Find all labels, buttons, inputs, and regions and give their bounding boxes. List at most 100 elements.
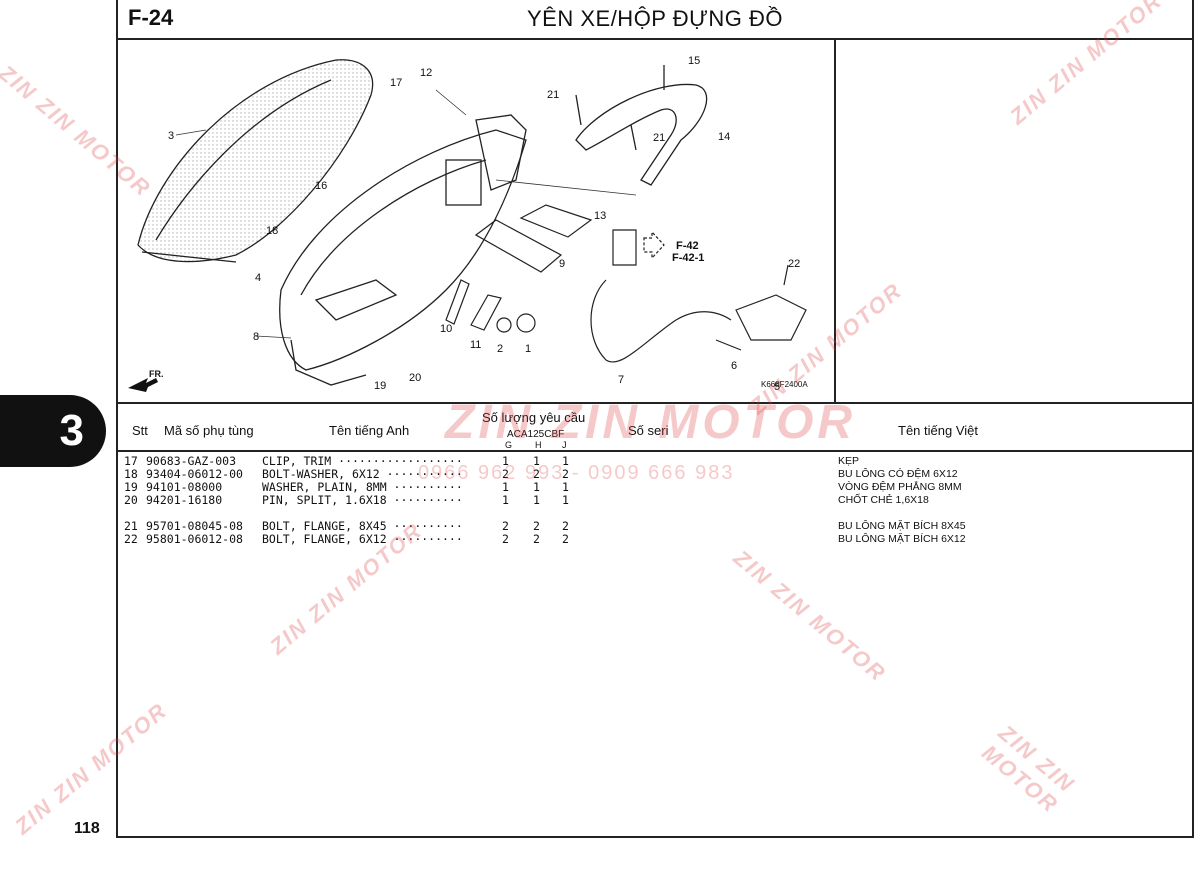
page-number: 118: [74, 820, 100, 837]
table-row: 22 95801-06012-08 BOLT, FLANGE, 6X12 ···…: [116, 533, 1194, 546]
row-qty-g: 1: [502, 480, 509, 494]
row-qty-j: 2: [562, 519, 569, 533]
row-stt: 18: [124, 467, 138, 481]
row-qty-h: 2: [533, 519, 540, 533]
page-title: YÊN XE/HỘP ĐỰNG ĐỒ: [527, 6, 783, 31]
callout-20: 20: [409, 372, 421, 384]
callout-7: 7: [618, 374, 624, 386]
drawing-code: K668F2400A: [761, 380, 808, 389]
row-en-name: BOLT-WASHER, 6X12 ···········: [262, 467, 463, 481]
row-qty-h: 1: [533, 480, 540, 494]
small-parts-drawing: [445, 204, 665, 333]
seat-lock-cable-drawing: [590, 264, 807, 363]
col-qty: Số lượng yêu cầu: [482, 410, 586, 425]
grab-rail-drawing: [575, 65, 708, 186]
callout-14: 14: [718, 131, 730, 143]
callout-15: 15: [688, 55, 700, 67]
row-stt: 22: [124, 532, 138, 546]
row-stt: 20: [124, 493, 138, 507]
direction-label: FR.: [149, 369, 164, 379]
row-vn-name: BU LÔNG MẶT BÍCH 6X12: [838, 533, 966, 545]
figure-code: F-24: [128, 5, 174, 30]
callout-6: 6: [731, 360, 737, 372]
col-en-name: Tên tiếng Anh: [329, 423, 410, 438]
row-part-no: 94101-08000: [146, 480, 223, 494]
row-qty-h: 1: [533, 493, 540, 507]
callout-1: 1: [525, 343, 531, 355]
callout-4: 4: [255, 272, 261, 284]
row-qty-h: 1: [533, 454, 540, 468]
row-part-no: 95801-06012-08: [146, 532, 243, 546]
row-en-name: PIN, SPLIT, 1.6X18 ··········: [262, 493, 463, 507]
col-j: J: [562, 440, 567, 450]
row-qty-g: 2: [502, 519, 509, 533]
row-en-name: WASHER, PLAIN, 8MM ··········: [262, 480, 463, 494]
col-stt: Stt: [132, 423, 148, 438]
row-qty-j: 2: [562, 532, 569, 546]
col-serial: Số seri: [628, 423, 669, 438]
row-en-name: BOLT, FLANGE, 6X12 ··········: [262, 532, 463, 546]
callout-22: 22: [788, 258, 800, 270]
row-qty-h: 2: [533, 467, 540, 481]
callout-5: 5: [774, 381, 780, 393]
table-header: Stt Mã số phụ tùng Tên tiếng Anh Số lượn…: [116, 402, 1194, 452]
row-vn-name: VÒNG ĐỆM PHẲNG 8MM: [838, 481, 962, 493]
callout-16: 16: [315, 180, 327, 192]
row-qty-g: 2: [502, 467, 509, 481]
section-tab: 3: [0, 395, 106, 467]
storage-box-drawing: [279, 114, 527, 386]
row-qty-h: 2: [533, 532, 540, 546]
row-qty-j: 1: [562, 480, 569, 494]
row-part-no: 90683-GAZ-003: [146, 454, 237, 468]
col-part-no: Mã số phụ tùng: [164, 423, 254, 438]
row-vn-name: BU LÔNG CÓ ĐỆM 6X12: [838, 468, 958, 480]
row-stt: 19: [124, 480, 138, 494]
callout-11: 11: [470, 339, 481, 351]
callout-18: 18: [266, 225, 278, 237]
row-stt: 21: [124, 519, 138, 533]
callout-8: 8: [253, 331, 259, 343]
col-model: ACA125CBF: [507, 429, 565, 440]
callout-10: 10: [440, 323, 452, 335]
table-row: 17 90683-GAZ-003 CLIP, TRIM ············…: [116, 455, 1194, 468]
row-stt: 17: [124, 454, 138, 468]
callout-9: 9: [559, 258, 565, 270]
callout-12: 12: [420, 67, 432, 79]
callout-3: 3: [168, 130, 174, 142]
row-qty-j: 1: [562, 493, 569, 507]
seat-drawing: [137, 59, 374, 263]
callout-labels: 1 2 3 4 5 6 7 8 9 10 11 12 13 14 15 16 1…: [168, 55, 800, 393]
table-row: 20 94201-16180 PIN, SPLIT, 1.6X18 ······…: [116, 494, 1194, 507]
callout-19: 19: [374, 380, 386, 392]
table-row: 19 94101-08000 WASHER, PLAIN, 8MM ······…: [116, 481, 1194, 494]
row-vn-name: KẸP: [838, 455, 860, 467]
callout-2: 2: [497, 343, 503, 355]
reference-f-42-1: F-42-1: [672, 252, 704, 264]
title-bar: F-24 YÊN XE/HỘP ĐỰNG ĐỒ: [116, 0, 1194, 40]
exploded-view-illustration: 1 2 3 4 5 6 7 8 9 10 11 12 13 14 15 16 1…: [128, 55, 808, 393]
callout-13: 13: [594, 210, 606, 222]
row-qty-g: 2: [502, 532, 509, 546]
row-part-no: 95701-08045-08: [146, 519, 243, 533]
row-qty-j: 1: [562, 454, 569, 468]
parts-diagram: 1 2 3 4 5 6 7 8 9 10 11 12 13 14 15 16 1…: [116, 40, 836, 402]
table-row: 21 95701-08045-08 BOLT, FLANGE, 8X45 ···…: [116, 520, 1194, 533]
row-qty-g: 1: [502, 493, 509, 507]
row-qty-g: 1: [502, 454, 509, 468]
page-frame: [116, 0, 1194, 838]
front-direction-arrow: FR.: [128, 369, 164, 392]
row-qty-j: 2: [562, 467, 569, 481]
row-part-no: 93404-06012-00: [146, 467, 243, 481]
col-vn-name: Tên tiếng Việt: [898, 423, 978, 438]
row-en-name: CLIP, TRIM ··················: [262, 454, 463, 468]
parts-table: 17 90683-GAZ-003 CLIP, TRIM ············…: [116, 455, 1194, 546]
col-h: H: [535, 440, 542, 450]
callout-17: 17: [390, 77, 402, 89]
row-vn-name: CHỐT CHẺ 1,6X18: [838, 494, 929, 506]
row-en-name: BOLT, FLANGE, 8X45 ··········: [262, 519, 463, 533]
row-part-no: 94201-16180: [146, 493, 223, 507]
col-g: G: [505, 440, 513, 450]
callout-21b: 21: [653, 132, 665, 144]
row-vn-name: BU LÔNG MẶT BÍCH 8X45: [838, 520, 966, 532]
reference-f-42: F-42: [676, 240, 699, 252]
